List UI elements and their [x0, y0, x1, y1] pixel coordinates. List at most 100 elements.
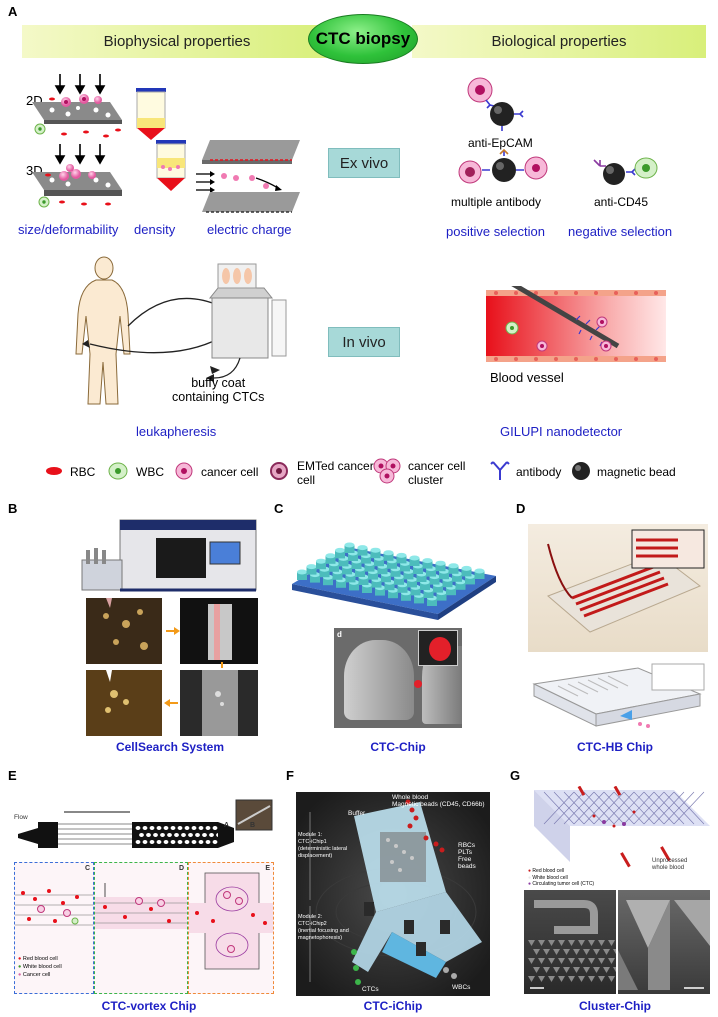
sem-triangle-post — [588, 940, 595, 946]
chip-post — [416, 574, 427, 582]
chip-post — [364, 563, 375, 572]
chip-post-top — [461, 565, 472, 571]
ichip-input-label: Whole blood Magnetic beads (CD45, CD66b) — [392, 794, 485, 808]
sem-triangle-post — [533, 967, 540, 973]
caption-ctc-chip: CTC-Chip — [370, 740, 426, 754]
vortex-chamber — [184, 840, 190, 844]
vortex-chamber — [205, 840, 211, 844]
method-leukapheresis: leukapheresis — [136, 424, 217, 439]
chip-post — [388, 590, 398, 599]
vortex-chamber — [170, 826, 176, 830]
legend-cancer-cell-icon — [175, 462, 193, 480]
sem-triangle-post — [548, 976, 555, 982]
buffy-coat-label: buffy coat containing CTCs — [172, 376, 264, 404]
sem-triangle-post — [558, 958, 565, 964]
panel-e-label: E — [8, 768, 17, 783]
chip-post — [474, 571, 485, 579]
density-tubes — [136, 88, 186, 191]
multiple-antibody-label: multiple antibody — [451, 195, 542, 209]
method-electric-charge: electric charge — [207, 222, 292, 237]
sem-triangle-post — [538, 958, 545, 964]
vortex-sublabel-b: B — [250, 822, 256, 829]
panel-f-label: F — [286, 768, 294, 783]
chip-post — [426, 568, 436, 577]
chip-post — [368, 571, 378, 580]
hb-chip-drawing — [547, 529, 705, 633]
vortex-chamber — [156, 840, 162, 844]
ichip-wbc-output-label: WBCs — [452, 984, 471, 991]
chip-post-top — [325, 553, 336, 559]
cellsearch-instrument — [81, 519, 257, 592]
chip-post-top — [297, 569, 307, 575]
chip-post — [394, 576, 404, 585]
chip-post — [377, 566, 388, 575]
sem-triangle-post — [543, 967, 550, 973]
chip-post — [344, 545, 355, 553]
vortex-legend-rbc-text: Red blood cell — [22, 956, 58, 962]
vortex-sublabel-a: A — [224, 822, 230, 829]
cluster-legend-ctc-text: Circulating tumor cell (CTC) — [532, 881, 595, 887]
sem-triangle-post — [608, 940, 615, 946]
sem-triangle-post — [568, 940, 575, 946]
caption-cluster-chip: Cluster-Chip — [579, 999, 651, 1013]
vortex-panel-e: E — [188, 862, 274, 994]
chip-post — [348, 553, 358, 561]
cluster-legend: ● Red blood cell ● White blood cell ● Ci… — [528, 868, 594, 888]
panel-b-label: B — [8, 501, 18, 516]
chip-post — [390, 568, 401, 577]
caption-ctc-ichip: CTC-iChip — [363, 999, 423, 1013]
chip-post — [306, 566, 317, 575]
vortex-sublabel-d: D — [178, 865, 184, 872]
cluster-legend-rbc: ● Red blood cell — [528, 868, 565, 874]
sem-triangle-post — [528, 958, 535, 964]
legend-cluster-icon — [373, 458, 401, 484]
ctc-biopsy-title: CTC biopsy — [315, 29, 411, 48]
ctc-biopsy-oval: CTC biopsy — [308, 14, 418, 64]
vortex-sublabel-e: E — [265, 865, 270, 872]
cluster-chip-drawing — [534, 786, 710, 868]
blood-vessel-illustration — [486, 286, 666, 362]
ichip-ctc-output-label: CTCs — [362, 986, 379, 993]
sem-triangle-post — [548, 940, 555, 946]
vortex-chamber — [163, 826, 169, 830]
sem-triangle-post — [528, 940, 535, 946]
vortex-chamber — [198, 840, 204, 844]
legend-bead: magnetic bead — [597, 465, 676, 479]
sem-triangle-post — [563, 967, 570, 973]
ctc-hb-chip-photo — [528, 524, 708, 652]
sem-sublabel: d — [337, 630, 342, 639]
vortex-panel-d: D — [94, 862, 188, 994]
vortex-flow-label: Flow — [14, 814, 28, 821]
chip-post-top — [344, 542, 355, 548]
chip-post-top — [409, 555, 420, 561]
chip-post-top — [422, 558, 433, 564]
chip-post — [439, 571, 449, 580]
vortex-chamber — [170, 840, 176, 844]
chip-post-top — [383, 550, 394, 556]
chip-post — [387, 560, 397, 569]
cluster-sem-right-drawing — [618, 900, 710, 990]
chip-post — [446, 587, 456, 596]
chip-post — [351, 561, 362, 569]
vortex-sublabel-c: C — [84, 865, 90, 872]
anti-epcam-illustration — [467, 77, 524, 131]
sem-triangle-post — [613, 967, 616, 973]
vortex-chamber — [142, 826, 148, 830]
ctc-chip-post-array — [292, 542, 496, 620]
panel-d-label: D — [516, 501, 526, 516]
chip-post — [410, 587, 421, 596]
sem-triangle-post — [608, 976, 615, 982]
vortex-chamber — [181, 833, 186, 837]
chip-post-top — [316, 558, 326, 564]
sem-triangle-post — [598, 958, 605, 964]
vortex-legend-wbc-text: White blood cell — [22, 964, 62, 970]
chip-post — [342, 566, 352, 575]
chip-post — [316, 561, 326, 570]
legend-cancer-cell: cancer cell — [201, 465, 259, 479]
chip-post — [332, 571, 343, 580]
anti-epcam-label: anti-EpCAM — [468, 136, 533, 150]
chip-post-top — [370, 547, 381, 553]
chip-post — [349, 582, 359, 591]
chip-post — [407, 579, 417, 588]
chip-post — [427, 598, 437, 606]
